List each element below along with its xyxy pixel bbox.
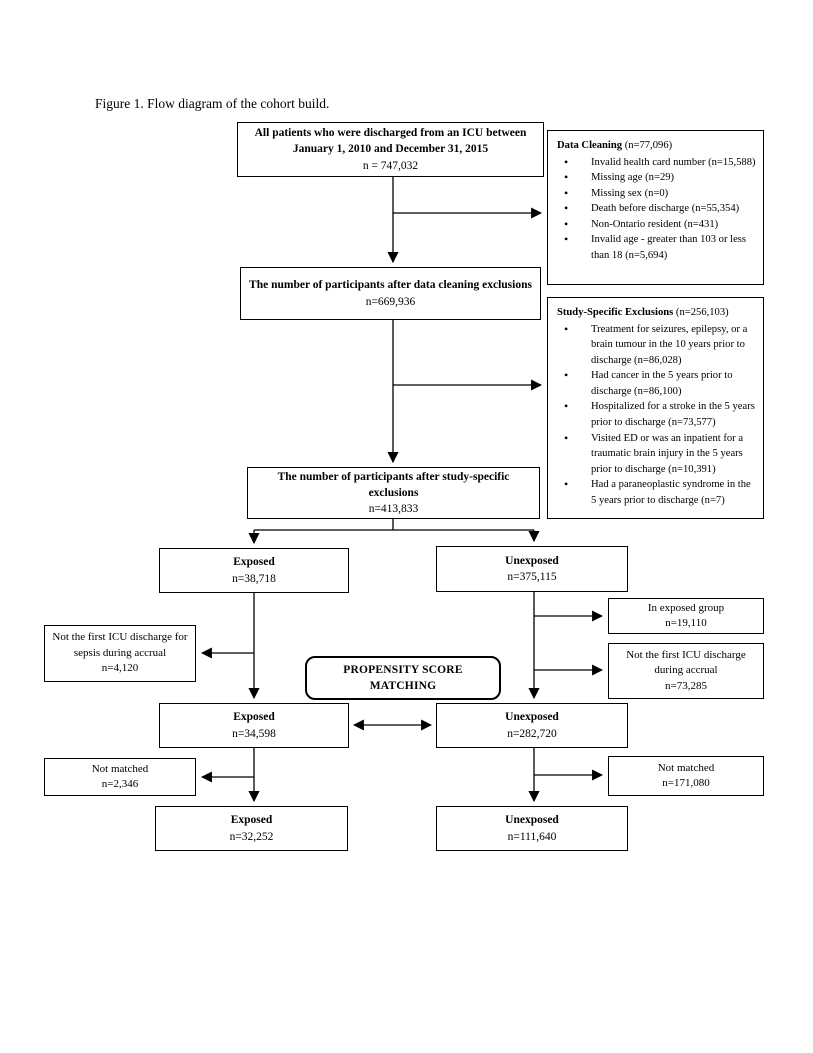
exclusion-count: (n=256,103) xyxy=(675,307,729,318)
node-title: Exposed xyxy=(233,556,275,569)
node-count: n=19,110 xyxy=(665,617,707,629)
node-data-cleaning-exclusions: Data Cleaning (n=77,096) Invalid health … xyxy=(547,130,764,285)
node-in-exposed-group: In exposed group n=19,110 xyxy=(608,598,764,634)
exclusion-item: Death before discharge (n=55,354) xyxy=(564,200,757,217)
exclusion-title: Data Cleaning xyxy=(557,140,623,151)
node-count: n = 747,032 xyxy=(362,159,419,172)
node-title: The number of participants after study-s… xyxy=(277,470,510,499)
figure-caption: Figure 1. Flow diagram of the cohort bui… xyxy=(95,96,330,111)
exclusion-list: Treatment for seizures, epilepsy, or a b… xyxy=(557,321,757,509)
node-text: Not matched xyxy=(657,761,715,774)
exclusion-item: Had cancer in the 5 years prior to disch… xyxy=(564,367,757,399)
node-unexposed-initial: Unexposed n=375,115 xyxy=(436,546,628,592)
exclusion-item: Invalid age - greater than 103 or less t… xyxy=(564,231,757,263)
node-count: n=413,833 xyxy=(368,503,419,516)
exclusion-count: (n=77,096) xyxy=(624,140,673,151)
node-title: The number of participants after data cl… xyxy=(249,279,532,292)
exclusion-item: Invalid health card number (n=15,588) xyxy=(564,154,757,171)
node-text: Not the first ICU discharge for sepsis d… xyxy=(52,631,188,659)
node-title: PROPENSITY SCORE MATCHING xyxy=(343,663,463,692)
node-unexposed-matched-pool: Unexposed n=282,720 xyxy=(436,703,628,748)
node-title: Unexposed xyxy=(505,814,559,827)
exclusion-item: Missing sex (n=0) xyxy=(564,185,757,202)
node-after-study-specific: The number of participants after study-s… xyxy=(247,467,540,519)
exclusion-list: Invalid health card number (n=15,588) Mi… xyxy=(557,154,757,264)
node-exposed-initial: Exposed n=38,718 xyxy=(159,548,349,593)
node-count: n=669,936 xyxy=(365,295,416,308)
node-title: Exposed xyxy=(233,711,275,724)
exclusion-item: Missing age (n=29) xyxy=(564,169,757,186)
exclusion-item: Treatment for seizures, epilepsy, or a b… xyxy=(564,321,757,369)
node-title: Unexposed xyxy=(505,711,559,724)
node-count: n=34,598 xyxy=(232,727,276,740)
node-count: n=38,718 xyxy=(232,572,276,585)
node-count: n=73,285 xyxy=(665,679,707,692)
node-count: n=375,115 xyxy=(507,571,557,583)
exclusion-item: Hospitalized for a stroke in the 5 years… xyxy=(564,398,757,430)
node-count: n=282,720 xyxy=(507,727,557,740)
exclusion-item: Visited ED or was an inpatient for a tra… xyxy=(564,430,757,478)
node-not-first-icu-discharge: Not the first ICU discharge during accru… xyxy=(608,643,764,699)
exclusion-title: Study-Specific Exclusions xyxy=(557,307,674,318)
node-title: All patients who were discharged from an… xyxy=(254,127,527,156)
node-text: Not matched xyxy=(91,762,149,775)
node-study-specific-exclusions: Study-Specific Exclusions (n=256,103) Tr… xyxy=(547,297,764,519)
node-propensity-score-matching: PROPENSITY SCORE MATCHING xyxy=(305,656,501,700)
node-title: Exposed xyxy=(230,814,273,827)
node-count: n=32,252 xyxy=(229,830,274,843)
node-not-matched-unexposed: Not matched n=171,080 xyxy=(608,756,764,796)
node-count: n=111,640 xyxy=(507,830,557,843)
exclusion-item: Non-Ontario resident (n=431) xyxy=(564,216,757,233)
node-count: n=171,080 xyxy=(662,777,710,789)
node-unexposed-final: Unexposed n=111,640 xyxy=(436,806,628,851)
exclusion-header: Data Cleaning (n=77,096) xyxy=(557,138,757,154)
node-after-data-cleaning: The number of participants after data cl… xyxy=(240,267,541,320)
exclusion-item: Had a paraneoplastic syndrome in the 5 y… xyxy=(564,476,757,508)
node-title: Unexposed xyxy=(505,554,559,567)
node-text: Not the first ICU discharge during accru… xyxy=(626,648,746,677)
node-exposed-final: Exposed n=32,252 xyxy=(155,806,348,851)
node-text: In exposed group xyxy=(647,601,725,614)
node-not-first-icu-sepsis: Not the first ICU discharge for sepsis d… xyxy=(44,625,196,682)
node-exposed-matched-pool: Exposed n=34,598 xyxy=(159,703,349,748)
node-not-matched-exposed: Not matched n=2,346 xyxy=(44,758,196,796)
node-count: n=2,346 xyxy=(101,778,139,790)
exclusion-header: Study-Specific Exclusions (n=256,103) xyxy=(557,305,757,321)
node-count: n=4,120 xyxy=(101,662,139,675)
node-all-patients: All patients who were discharged from an… xyxy=(237,122,544,177)
